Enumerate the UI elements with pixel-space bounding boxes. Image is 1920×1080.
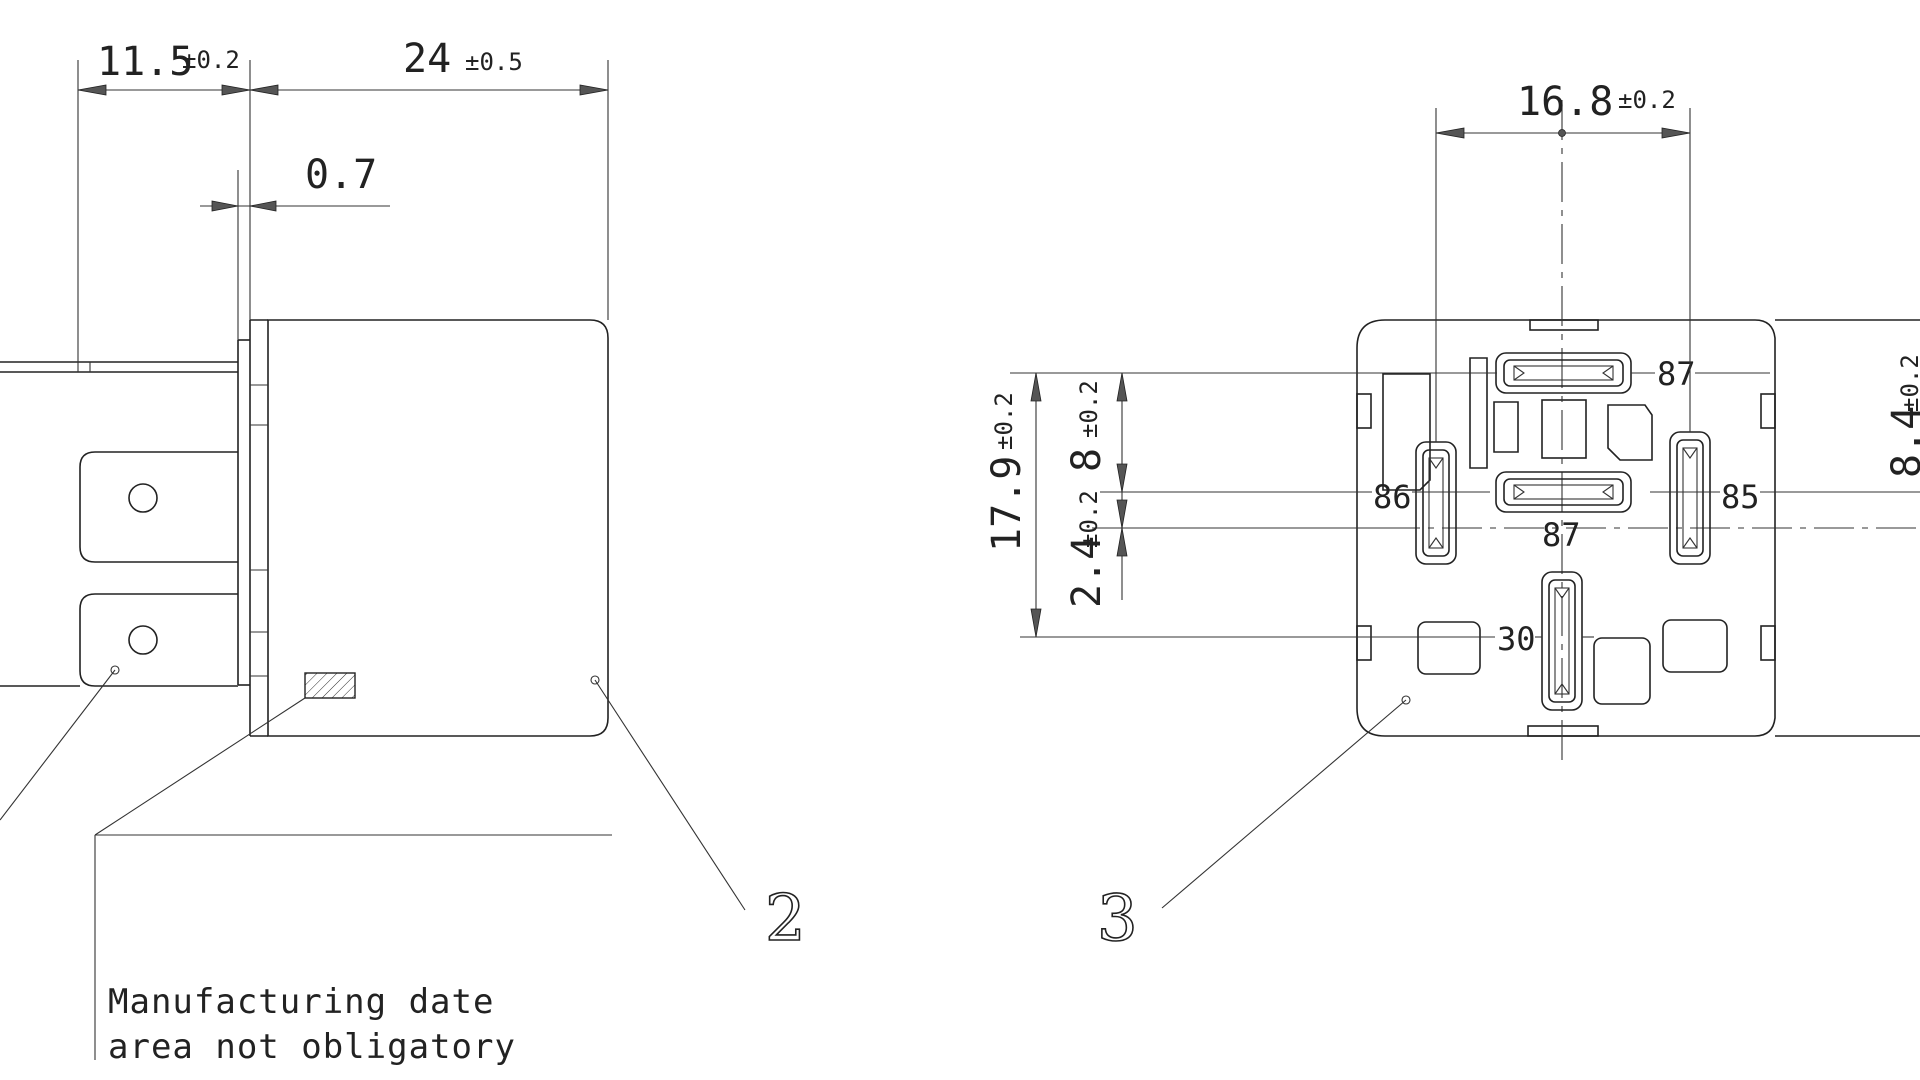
pin-87-top (1495, 352, 1632, 394)
pin-87-middle (1495, 471, 1632, 513)
note-line-1: Manufacturing date (108, 982, 494, 1022)
dim-pin-length: 11.5 ±0.2 (77, 39, 251, 362)
pin-label-30: 30 (1497, 620, 1536, 658)
leader-dot-terminal (110, 665, 120, 675)
side-terminal-middle (79, 451, 238, 563)
leader-dot-housing (1401, 695, 1411, 705)
dim-pin-pitch-h-tol: ±0.2 (1618, 86, 1676, 114)
pin-85 (1669, 431, 1711, 565)
internal-features (1382, 357, 1728, 705)
dim-offset-v-tol: ±0.2 (1075, 490, 1103, 548)
balloon-2: 2 (765, 882, 806, 956)
dim-offset-v-value: 2.4 (1064, 536, 1110, 608)
dim-pin-pitch-horizontal: 16.8 ±0.2 (1435, 79, 1691, 442)
dim-body-length-tol: ±0.5 (465, 48, 523, 76)
dim-upper-v-tol: ±0.2 (1075, 380, 1103, 438)
pin-30 (1541, 571, 1583, 711)
dim-right-vertical: 8.4 ±0.2 (1884, 354, 1920, 478)
side-pin-top (0, 361, 238, 373)
dim-overall-vertical: 17.9 ±0.2 (984, 372, 1042, 638)
dim-right-v-tol: ±0.2 (1896, 354, 1920, 412)
balloon-3: 3 (1097, 882, 1138, 956)
dim-upper-vertical: 8 ±0.2 (1064, 372, 1128, 493)
side-view: 11.5 ±0.2 24 ±0.5 0.7 2 Man (0, 36, 807, 1067)
dim-offset-vertical: 2.4 ±0.2 (1064, 490, 1128, 608)
dim-flange-value: 0.7 (305, 152, 377, 198)
base-flange (237, 339, 268, 686)
housing-outline (1356, 319, 1776, 737)
pin-label-87-top: 87 (1657, 355, 1696, 393)
dim-right-v-value: 8.4 (1884, 406, 1920, 478)
note-line-2: area not obligatory (108, 1027, 516, 1067)
manufacturing-date-area (304, 672, 356, 699)
leader-dot-body (590, 675, 600, 685)
dim-body-length: 24 ±0.5 (249, 36, 609, 320)
dim-body-length-value: 24 (403, 36, 451, 82)
pin-86 (1415, 441, 1457, 565)
front-view: 87 86 85 87 30 16.8 ±0.2 (984, 79, 1920, 957)
pin-label-87-middle: 87 (1542, 516, 1581, 554)
dim-pin-length-tol: ±0.2 (182, 46, 240, 74)
dim-overall-v-tol: ±0.2 (990, 392, 1018, 450)
relay-body-outline (267, 319, 609, 737)
dim-pin-pitch-h-value: 16.8 (1517, 79, 1613, 125)
dim-pin-length-value: 11.5 (97, 39, 193, 85)
dim-overall-v-value: 17.9 (984, 456, 1030, 552)
side-terminal-lower (0, 593, 238, 687)
pin-label-86: 86 (1373, 478, 1412, 516)
dim-flange: 0.7 (200, 152, 390, 340)
dim-upper-v-value: 8 (1064, 448, 1110, 472)
pin-label-85: 85 (1721, 478, 1760, 516)
